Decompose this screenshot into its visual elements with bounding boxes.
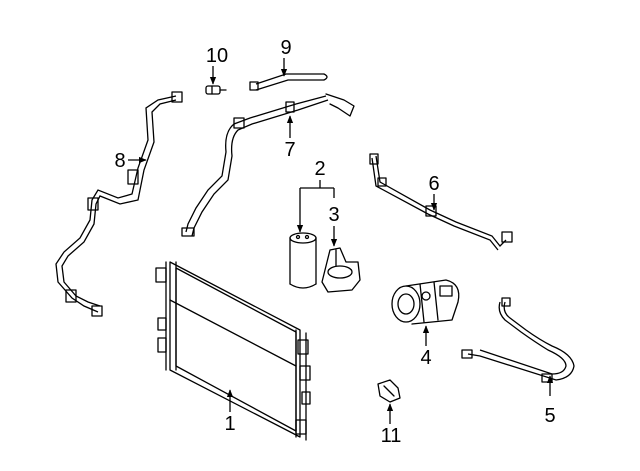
callout-5: 5 <box>544 405 555 427</box>
callout-4: 4 <box>420 347 431 369</box>
callout-7: 7 <box>284 139 295 161</box>
callout-11: 11 <box>381 425 402 447</box>
suction-line-part[interactable] <box>181 93 355 237</box>
liquid-line-part[interactable] <box>55 91 183 317</box>
valve-10-part[interactable] <box>205 85 227 95</box>
callout-9: 9 <box>280 37 291 59</box>
callout-2: 2 <box>314 158 325 180</box>
drier-bracket-part[interactable] <box>321 247 361 293</box>
callout-8: 8 <box>114 150 125 172</box>
callout-leaders <box>128 58 554 424</box>
callout-1: 1 <box>224 413 235 435</box>
receiver-drier-part[interactable] <box>289 232 317 289</box>
callout-6: 6 <box>428 173 439 195</box>
callout-3: 3 <box>328 204 339 226</box>
pressure-switch-part[interactable] <box>377 379 401 403</box>
hose-5-part[interactable] <box>461 297 575 383</box>
condenser-part[interactable] <box>155 261 311 441</box>
compressor-part[interactable] <box>391 279 460 325</box>
line-6-part[interactable] <box>369 153 513 251</box>
callout-10: 10 <box>206 45 228 67</box>
tube-9-part[interactable] <box>249 73 328 91</box>
